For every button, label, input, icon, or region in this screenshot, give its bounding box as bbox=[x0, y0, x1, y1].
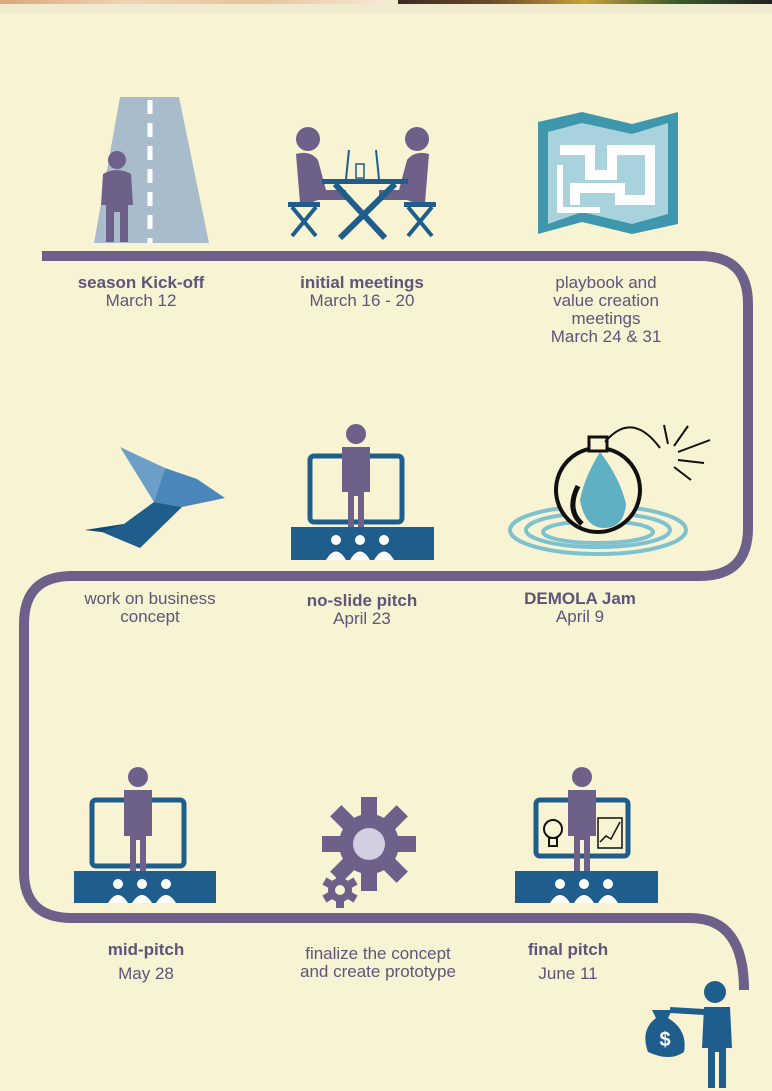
milestone-label-no-slide-pitch: no-slide pitch April 23 bbox=[306, 591, 418, 628]
timeline-path bbox=[19, 251, 753, 991]
milestone-label-kickoff: season Kick-off March 12 bbox=[77, 273, 205, 310]
milestone-label-demola-jam: DEMOLA Jam April 9 bbox=[524, 589, 636, 626]
milestone-label-initial-meetings: initial meetings March 16 - 20 bbox=[300, 273, 424, 310]
top-photo-strip bbox=[0, 0, 772, 14]
dollar-sign: $ bbox=[659, 1029, 670, 1051]
milestone-label-business-concept: work on business concept bbox=[84, 589, 216, 626]
milestone-label-prototype: finalize the concept and create prototyp… bbox=[300, 944, 456, 981]
lightbulb-icon bbox=[543, 819, 563, 847]
water-bomb-icon bbox=[508, 424, 711, 556]
meeting-table-icon bbox=[288, 127, 436, 241]
milestone-label-playbook: playbook and value creation meetings Mar… bbox=[550, 273, 662, 346]
gears-icon bbox=[322, 797, 416, 908]
milestone-label-mid-pitch: mid-pitch May 28 bbox=[107, 940, 185, 983]
road-icon bbox=[94, 97, 209, 243]
stage-presenter-icon bbox=[74, 767, 216, 903]
stage-presenter-charts-icon bbox=[515, 767, 658, 903]
origami-bird-icon bbox=[85, 447, 225, 548]
stage-presenter-icon bbox=[291, 424, 434, 560]
milestone-label-final-pitch: final pitch June 11 bbox=[527, 940, 609, 983]
maze-map-icon bbox=[538, 112, 678, 234]
investor-money-bag-icon: $ bbox=[645, 981, 732, 1088]
growth-chart-icon bbox=[597, 817, 623, 849]
